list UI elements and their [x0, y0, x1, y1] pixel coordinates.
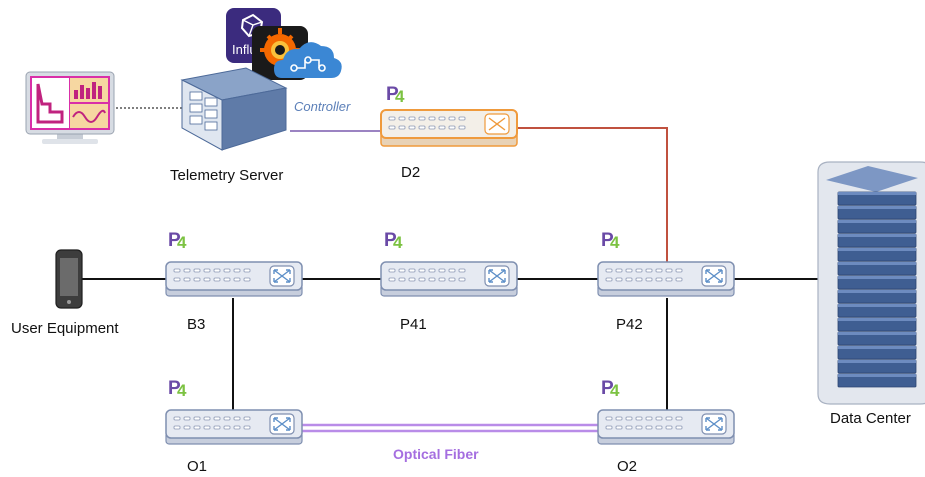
user-equipment-label: User Equipment	[11, 320, 119, 337]
data-center-rack-icon	[817, 161, 925, 405]
controller-label: Controller	[294, 99, 351, 114]
p4-logo-d2	[386, 84, 405, 106]
switch-o1	[166, 410, 302, 444]
p4-logo-o1	[168, 378, 187, 400]
telemetry-server-icon	[180, 67, 288, 151]
switch-d2	[380, 109, 518, 147]
switch-label-o1: O1	[187, 458, 208, 475]
p4-logo-p42	[601, 230, 620, 252]
switch-p41	[381, 262, 517, 296]
switch-label-p42: P42	[616, 316, 643, 333]
p4-logo-o2	[601, 378, 620, 400]
phone-icon	[55, 249, 83, 309]
switch-label-p41: P41	[400, 316, 427, 333]
switch-label-o2: O2	[617, 458, 638, 475]
influx-logo-text: Influ	[232, 42, 257, 57]
optical-fiber-label: Optical Fiber	[393, 446, 479, 462]
switch-o2	[598, 410, 734, 444]
switch-label-b3: B3	[187, 316, 206, 333]
data-center-label: Data Center	[830, 410, 911, 427]
switch-b3	[166, 262, 302, 296]
link-d2-p42	[515, 127, 668, 262]
p4-logo-p41	[384, 230, 403, 252]
telemetry-server-label: Telemetry Server	[170, 167, 284, 184]
p4-logo-b3	[168, 230, 187, 252]
switch-p42	[598, 262, 734, 296]
switch-label-d2: D2	[401, 164, 421, 181]
dashboard-monitor-icon	[25, 71, 115, 144]
cloud-network-icon	[274, 42, 342, 78]
